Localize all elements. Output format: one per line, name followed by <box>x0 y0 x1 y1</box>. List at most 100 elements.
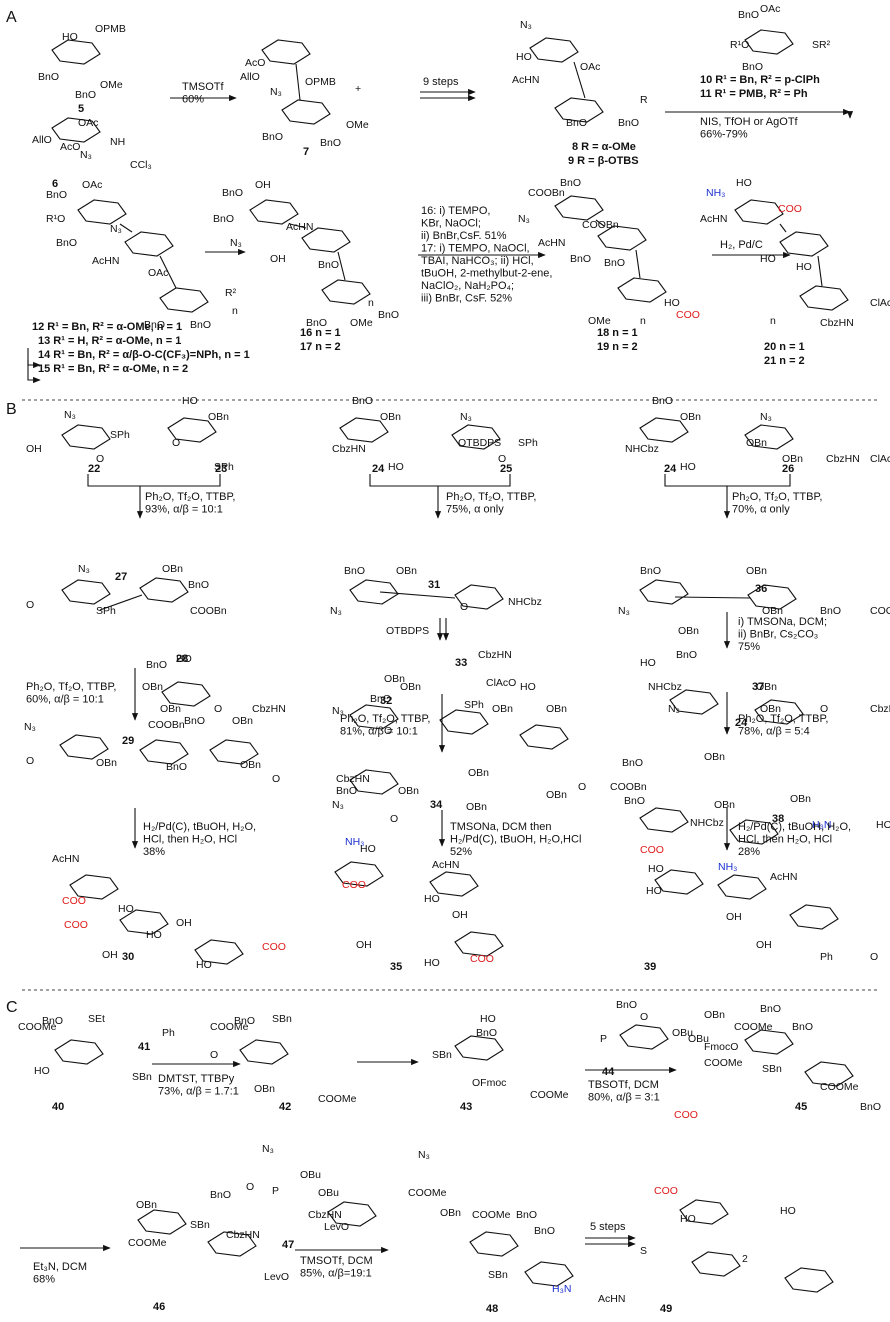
condition-b3-line-0: Ph₂O, Tf₂O, TTBP, <box>732 491 822 503</box>
condition-a1-line-0: TMSOTf <box>182 81 224 93</box>
structure-fragment: COOBn <box>190 605 227 617</box>
structure-fragment: BnO <box>738 9 759 21</box>
structure-fragment: O <box>384 725 392 737</box>
condition-a5-line-0: H₂, Pd/C <box>720 239 763 251</box>
structure-fragment: AcHN <box>598 1293 625 1305</box>
structure-fragment: OBn <box>160 703 181 715</box>
structure-fragment: OBn <box>746 437 767 449</box>
condition-b8-line-2: 38% <box>143 846 165 858</box>
structure-fragment: OH <box>255 179 271 191</box>
structure-fragment: OBn <box>546 703 567 715</box>
compound-label-c45: 45 <box>795 1101 807 1113</box>
structure-fragment: BnO <box>676 649 697 661</box>
structure-fragment: BnO <box>210 1189 231 1201</box>
compound-label-c32: 32 <box>380 695 392 707</box>
structure-fragment: N₃ <box>262 1143 274 1155</box>
structure-fragment: COOMe <box>704 1057 743 1069</box>
structure-fragment: COO <box>470 953 494 965</box>
structure-fragment: HO <box>388 461 404 473</box>
structure-fragment: O <box>640 1011 648 1023</box>
structure-fragment: N₃ <box>332 705 344 717</box>
structure-fragment: SEt <box>88 1013 105 1025</box>
condition-a4-line-6: NaClO₂, NaH₂PO₄; <box>421 280 514 292</box>
structure-fragment: BnO <box>262 131 283 143</box>
structure-fragment: OTBDPS <box>386 625 429 637</box>
structure-fragment: O <box>498 453 506 465</box>
compound-label-c46: 46 <box>153 1301 165 1313</box>
structure-fragment: OBn <box>380 411 401 423</box>
condition-c2-line-1: 80%, α/β = 3:1 <box>588 1092 660 1104</box>
structure-fragment: HO <box>520 681 536 693</box>
compound-label-c31: 31 <box>428 579 440 591</box>
structure-fragment: SBn <box>190 1219 210 1231</box>
structure-fragment: AcO <box>60 141 80 153</box>
structure-fragment: OBn <box>232 715 253 727</box>
compound-label-c8: 8 R = α-OMe <box>572 141 636 153</box>
structure-fragment: BnO <box>38 71 59 83</box>
structure-fragment: HO <box>176 653 192 665</box>
structure-fragment: BnO <box>622 757 643 769</box>
structure-fragment: OBn <box>136 1199 157 1211</box>
structure-fragment: COOMe <box>734 1021 773 1033</box>
structure-fragment: BnO <box>640 565 661 577</box>
structure-fragment: OH <box>452 909 468 921</box>
compound-label-c10: 10 R¹ = Bn, R² = p-ClPh <box>700 74 820 86</box>
structure-fragment: OBu <box>318 1187 339 1199</box>
compound-label-c15: 15 R¹ = Bn, R² = α-OMe, n = 2 <box>38 363 188 375</box>
structure-fragment: BnO <box>46 189 67 201</box>
structure-fragment: O <box>210 1049 218 1061</box>
compound-label-c24a: 24 <box>372 463 385 475</box>
structure-fragment: O <box>214 703 222 715</box>
condition-c3-line-0: Et₃N, DCM <box>33 1261 87 1273</box>
compound-label-c9: 9 R = β-OTBS <box>568 155 639 167</box>
condition-c1-line-0: DMTST, TTBPy <box>158 1073 235 1085</box>
structure-fragment: HO <box>146 929 162 941</box>
condition-c4-line-1: 85%, α/β=19:1 <box>300 1268 372 1280</box>
structure-fragment: R¹O <box>730 39 749 51</box>
structure-fragment: OBu <box>300 1169 321 1181</box>
condition-b10-line-0: H₂/Pd(C), tBuOH, H₂O, <box>738 821 851 833</box>
structure-fragment: BnO <box>560 177 581 189</box>
condition-b9-line-2: 52% <box>450 846 472 858</box>
structure-fragment: AcO <box>245 57 265 69</box>
structure-fragment: HO <box>34 1065 50 1077</box>
compound-label-c27: 27 <box>115 571 127 583</box>
structure-fragment: OPMB <box>305 76 336 88</box>
structure-fragment: CbzHN <box>252 703 286 715</box>
structure-fragment: O <box>26 755 34 767</box>
structure-fragment: N₃ <box>80 149 92 161</box>
structure-fragment: O <box>578 781 586 793</box>
compound-label-c40: 40 <box>52 1101 64 1113</box>
structure-fragment: R <box>640 94 648 106</box>
structure-fragment: N₃ <box>518 213 530 225</box>
structure-fragment: OBn <box>790 793 811 805</box>
condition-a3-line-1: 66%-79% <box>700 129 748 141</box>
structure-fragment: FmocO <box>704 1041 738 1053</box>
structure-fragment: BnO <box>570 253 591 265</box>
condition-b7-line-1: 78%, α/β = 5:4 <box>738 726 810 738</box>
structure-fragment: OBn <box>440 1207 461 1219</box>
condition-a4-line-0: 16: i) TEMPO, <box>421 205 490 217</box>
structure-fragment: OBn <box>678 625 699 637</box>
structure-fragment: AcHN <box>286 221 313 233</box>
condition-b10-line-1: HCl, then H₂O, HCl <box>738 834 832 846</box>
structure-fragment: BnO <box>75 89 96 101</box>
structure-fragment: CbzHN <box>308 1209 342 1221</box>
structure-fragment: N₃ <box>332 799 344 811</box>
structure-fragment: BnO <box>306 317 327 329</box>
compound-label-c26: 26 <box>782 463 794 475</box>
structure-fragment: OMe <box>588 315 611 327</box>
structure-fragment: CbzHN <box>820 317 854 329</box>
structure-fragment: SBn <box>432 1049 452 1061</box>
structure-fragment: BnO <box>213 213 234 225</box>
condition-b1-line-1: 93%, α/β = 10:1 <box>145 504 223 516</box>
compound-label-c19: 19 n = 2 <box>597 341 638 353</box>
structure-fragments: HOOPMBBnOBnOOMeOAcAllOAcON₃NHCCl₃AcOAllO… <box>18 3 890 1305</box>
structure-fragment: 2 <box>742 1253 748 1265</box>
condition-b2-line-0: Ph₂O, Tf₂O, TTBP, <box>446 491 536 503</box>
condition-b10-line-2: 28% <box>738 846 760 858</box>
structure-fragment: N₃ <box>418 1149 430 1161</box>
structure-fragment: LevO <box>324 1221 349 1233</box>
compound-label-c48: 48 <box>486 1303 498 1315</box>
